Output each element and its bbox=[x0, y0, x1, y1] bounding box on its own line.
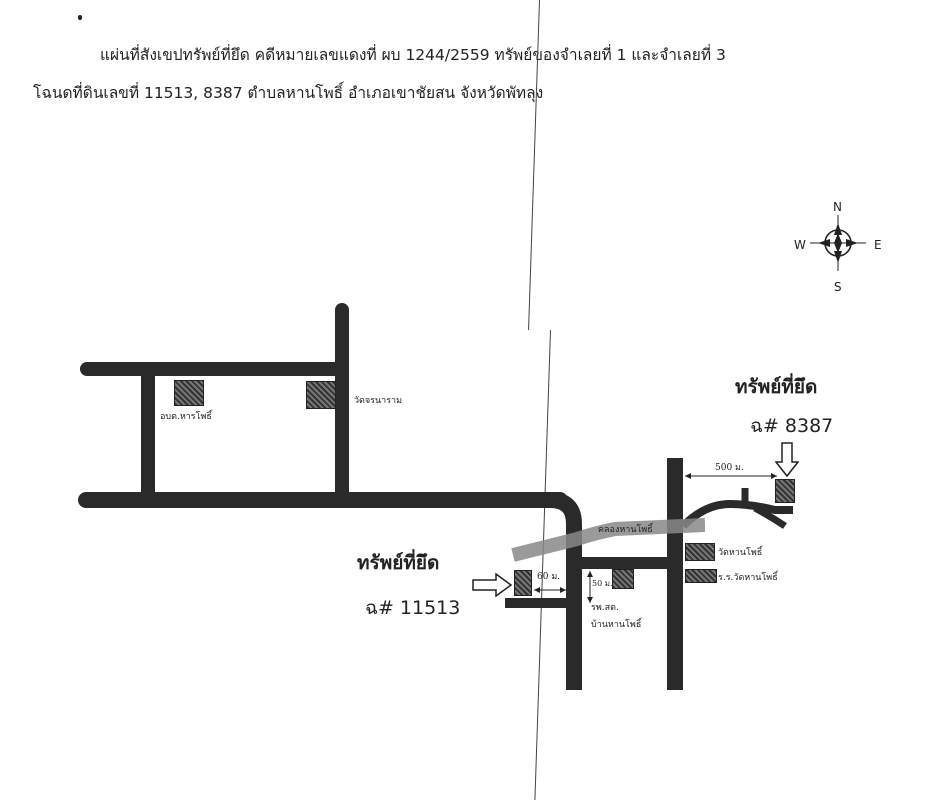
road-lower-left-spur bbox=[505, 598, 575, 608]
obt-building-icon bbox=[174, 380, 204, 406]
road-main-curve bbox=[530, 492, 582, 558]
road-east-branches bbox=[680, 488, 793, 529]
arrow-right-icon bbox=[472, 573, 512, 597]
label-wat-han-pho: วัดหานโพธิ์ bbox=[718, 548, 763, 558]
dimension-60m bbox=[534, 587, 566, 593]
dimension-500m bbox=[685, 473, 777, 479]
label-50m: 50 ม. bbox=[592, 579, 613, 588]
road-left-vertical bbox=[141, 362, 155, 502]
road-east-vertical bbox=[667, 458, 683, 690]
canal-label: คลองหานโพธิ์ bbox=[598, 525, 653, 535]
property-8387-marker bbox=[775, 479, 795, 503]
property-11513-marker bbox=[514, 570, 532, 596]
title-line-1: แผ่นที่สังเขปทรัพย์ที่ยึด คดีหมายเลขแดงท… bbox=[100, 46, 726, 64]
label-hospital-1: รพ.สต. bbox=[591, 603, 619, 613]
label-school: ร.ร.วัดหานโพธิ์ bbox=[718, 573, 778, 583]
compass-rose-icon bbox=[810, 215, 866, 271]
title-line-2: โฉนดที่ดินเลขที่ 11513, 8387 ตำบลหานโพธิ… bbox=[33, 84, 544, 102]
seized-label-8387: ทรัพย์ที่ยึด bbox=[735, 376, 818, 398]
wat-han-pho-temple-icon bbox=[685, 543, 715, 561]
compass-s: S bbox=[834, 280, 842, 294]
arrow-down-icon bbox=[775, 442, 799, 478]
road-south-vertical bbox=[566, 540, 582, 690]
label-hospital-2: บ้านหานโพธิ์ bbox=[591, 620, 642, 630]
road-right-vertical bbox=[335, 303, 349, 503]
scan-speck bbox=[78, 15, 82, 20]
wat-chon-temple-icon bbox=[306, 381, 336, 409]
deed-number-8387: ฉ# 8387 bbox=[750, 415, 834, 437]
school-building-icon bbox=[685, 569, 717, 583]
road-main-horizontal bbox=[78, 492, 568, 508]
compass-n: N bbox=[833, 200, 842, 214]
compass-w: W bbox=[794, 238, 806, 252]
label-500m: 500 ม. bbox=[715, 463, 744, 473]
label-wat-chon: วัดจรนาราม bbox=[354, 396, 403, 406]
road-top-horizontal bbox=[80, 362, 348, 376]
hospital-building-icon bbox=[612, 569, 634, 589]
deed-number-11513: ฉ# 11513 bbox=[365, 597, 461, 619]
label-obt: อบต.หารโพธิ์ bbox=[160, 412, 212, 422]
compass-e: E bbox=[874, 238, 882, 252]
road-connector bbox=[578, 557, 678, 569]
dimension-50m bbox=[587, 571, 593, 603]
canal-band bbox=[511, 518, 705, 562]
label-60m: 60 ม. bbox=[537, 572, 561, 582]
seized-label-11513: ทรัพย์ที่ยึด bbox=[357, 552, 440, 574]
